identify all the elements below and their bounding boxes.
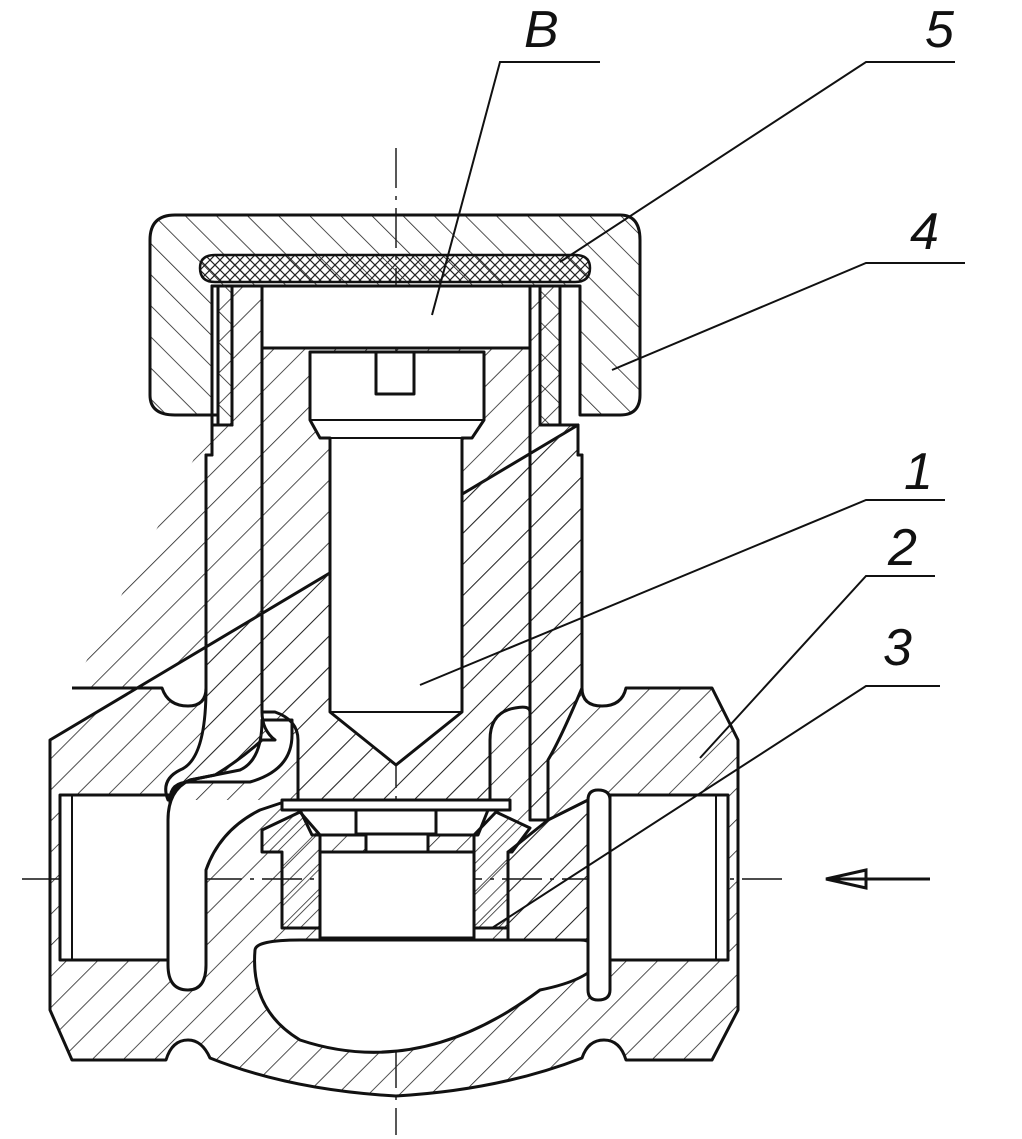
chamber-B	[260, 284, 532, 350]
valve-seat-disc	[280, 798, 512, 854]
screw-slot	[374, 350, 416, 396]
outlet-right-bore	[608, 793, 730, 962]
disc-lower-boss	[364, 832, 430, 854]
callout-B: B	[524, 1, 559, 59]
callout-2: 2	[888, 519, 917, 577]
leader-5	[559, 61, 955, 263]
leader-3	[491, 685, 940, 929]
callout-5: 5	[925, 1, 954, 59]
inlet-left-bore	[58, 793, 172, 962]
neck-left-wall	[164, 284, 277, 802]
left-cavity	[166, 718, 300, 992]
disc-top-boss	[354, 808, 438, 836]
seat-ring-left	[260, 810, 322, 930]
callout-3: 3	[883, 619, 912, 677]
leader-2	[699, 575, 935, 759]
callout-1: 1	[904, 443, 933, 501]
leader-1	[419, 499, 945, 686]
chamber-B-space	[260, 284, 532, 350]
cap-inner-recess	[210, 284, 220, 417]
leader-4	[611, 262, 965, 371]
leader-lines	[419, 61, 965, 929]
seat-passage	[318, 850, 476, 940]
piston-bore	[308, 350, 486, 767]
callout-4: 4	[910, 203, 939, 261]
piston-1	[260, 346, 532, 802]
lower-chamber	[253, 938, 602, 1054]
gasket-ring	[198, 253, 592, 284]
right-passage	[586, 788, 612, 1002]
leader-B	[431, 61, 600, 316]
gasket-5	[198, 253, 592, 284]
flow-arrow-head	[825, 868, 868, 890]
flow-arrow	[825, 868, 930, 890]
